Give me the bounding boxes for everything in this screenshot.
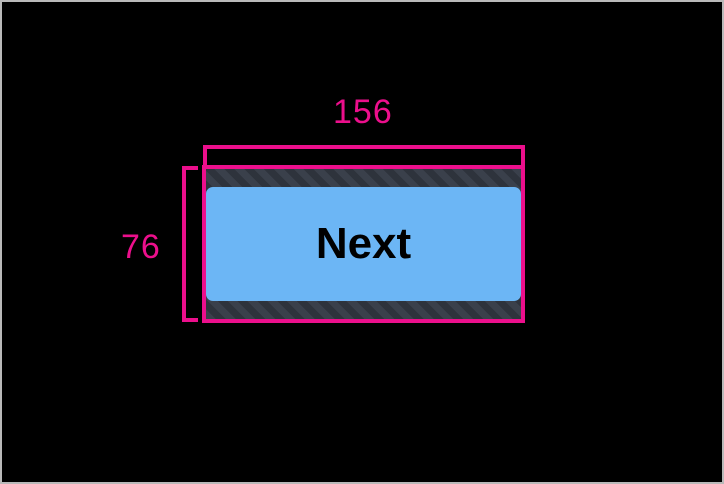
width-measurement-label: 156 [333,93,393,131]
width-bracket-end-tick [521,145,525,165]
width-bracket-start-tick [203,145,207,165]
height-bracket-end-tick [182,318,198,322]
next-button-container: Next [206,169,521,319]
height-bracket-line [182,166,186,322]
element-bounding-box-highlight [202,165,525,323]
next-button[interactable]: Next [206,187,521,301]
height-measurement-bracket [182,166,198,322]
height-bracket-start-tick [182,166,198,170]
width-bracket-line [203,145,525,149]
height-measurement-label: 76 [121,228,161,266]
next-button-label: Next [315,219,412,268]
width-measurement-bracket [203,145,525,165]
